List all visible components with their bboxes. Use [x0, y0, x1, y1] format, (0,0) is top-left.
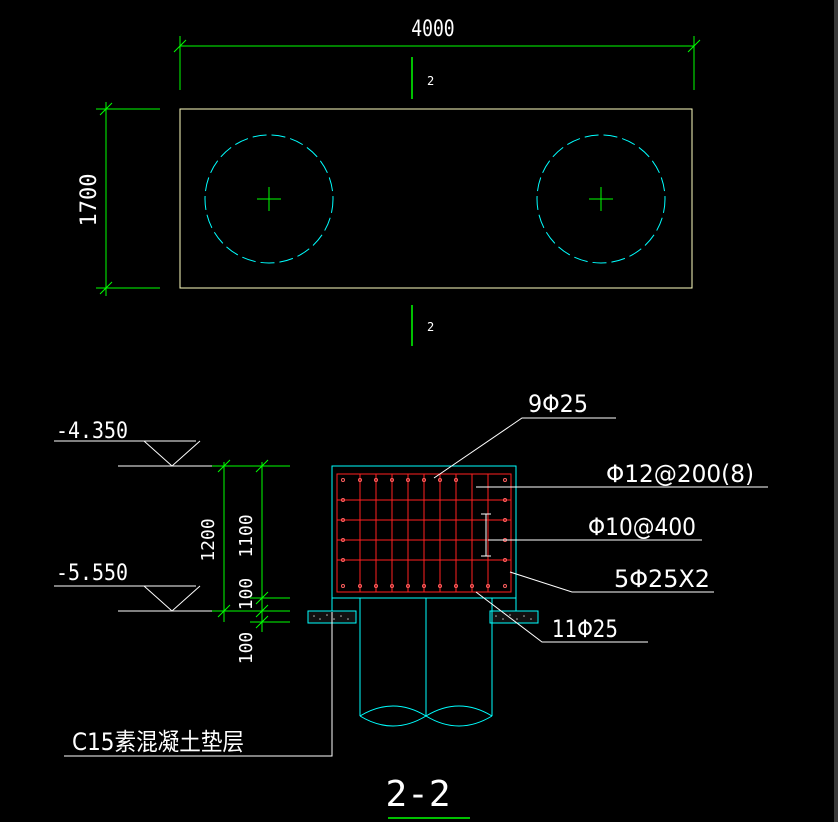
elevation-marker-top: [54, 440, 290, 467]
section-cut-label-bottom: 2: [427, 320, 434, 334]
rebar-top-label: 9Φ25: [528, 390, 588, 418]
tie-bracket: [481, 513, 491, 557]
pile-circle-left: [204, 134, 334, 264]
section-title: 2-2: [385, 774, 450, 815]
dim-1200-label: 1200: [198, 518, 219, 561]
section-pile: [359, 598, 493, 727]
plan-width-label: 4000: [411, 15, 454, 41]
leader-lines: [64, 417, 768, 757]
dim-1100-label: 1100: [236, 514, 257, 557]
plan-view: 4000 1700 2 2: [77, 15, 701, 346]
scrollbar[interactable]: [834, 0, 838, 822]
rebar-bottom-label: 11Φ25: [552, 615, 618, 643]
plan-height-label: 1700: [77, 174, 102, 227]
elevation-top-label: -4.350: [56, 419, 128, 444]
plan-height-dimension: [96, 102, 160, 296]
section-cap-outline: [331, 465, 517, 611]
pile-circle-right: [536, 134, 666, 264]
side-bars-label: 5Φ25X2: [614, 565, 710, 593]
dim-100-upper-label: 100: [236, 578, 257, 611]
tie-label: Φ10@400: [588, 513, 696, 541]
cushion-note: C15素混凝土垫层: [72, 728, 244, 756]
dim-100-lower-label: 100: [236, 632, 257, 665]
pile-center-right: [589, 187, 613, 211]
section-view: -4.350 -5.550 1200 1100 100 100: [54, 390, 768, 819]
pile-cap-outline: [179, 108, 693, 289]
elevation-bottom-label: -5.550: [56, 561, 128, 586]
cushion-hatch: [313, 614, 532, 620]
stirrup-label: Φ12@200(8): [606, 460, 754, 488]
cushion-layer-right: [489, 610, 539, 624]
pile-center-left: [257, 187, 281, 211]
section-vertical-dimensions: [212, 459, 290, 632]
rebar-cage: [336, 473, 512, 593]
section-cut-label-top: 2: [427, 74, 434, 88]
plan-width-dimension: [173, 36, 701, 90]
rebar-dots: [341, 478, 507, 588]
